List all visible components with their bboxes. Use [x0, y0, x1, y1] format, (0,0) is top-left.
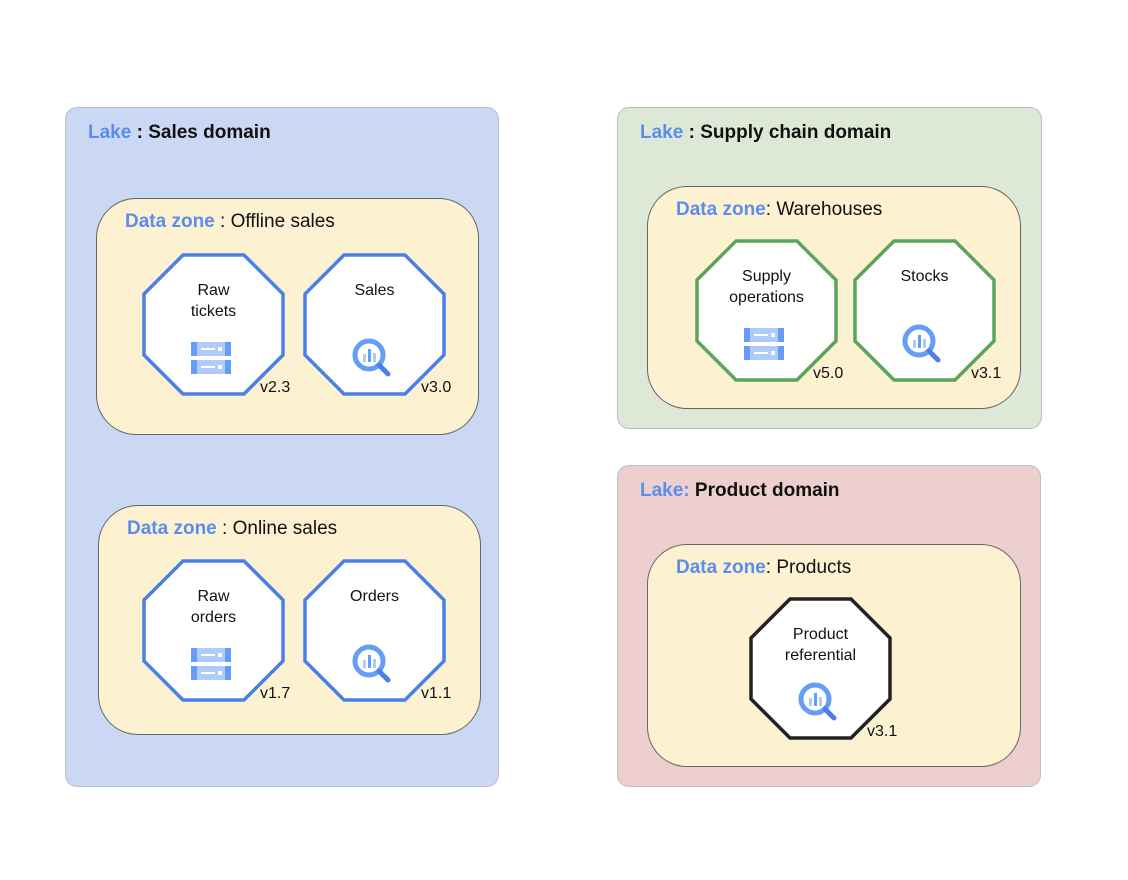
lake-separator: : [683, 122, 701, 143]
asset-version: v1.1 [421, 685, 452, 702]
asset-version: v3.1 [867, 723, 898, 740]
asset-version: v3.0 [421, 379, 452, 396]
storage-icon [742, 324, 788, 369]
asset-version: v2.3 [260, 379, 291, 396]
lake-name: Product domain [694, 480, 840, 501]
lake-name: Supply chain domain [700, 122, 892, 143]
lake-name: Sales domain [148, 122, 271, 143]
lake-title: Lake : Supply chain domain [640, 122, 891, 144]
asset-octagon [749, 597, 892, 740]
asset-octagon [303, 559, 446, 702]
storage-icon [189, 338, 235, 383]
asset-stocks[interactable]: Stocks [852, 238, 997, 384]
zone-keyword: Data zone [127, 518, 217, 539]
zone-name: Products [776, 557, 852, 578]
zone-keyword: Data zone [125, 211, 215, 232]
asset-name: Stocks [900, 268, 949, 285]
zone-title: Data zone : Online sales [127, 518, 337, 540]
asset-name: Sales [354, 282, 395, 299]
zone-separator: : [214, 211, 231, 232]
zone-keyword: Data zone [676, 199, 766, 220]
asset-version: v3.1 [971, 365, 1002, 382]
bigquery-icon [900, 324, 946, 375]
bigquery-icon [796, 682, 842, 733]
asset-octagon [142, 559, 285, 702]
zone-name: Offline sales [230, 211, 335, 232]
lake-separator: : [131, 122, 149, 143]
zone-title: Data zone: Products [676, 557, 851, 579]
bigquery-icon [350, 644, 396, 695]
zone-title: Data zone: Warehouses [676, 199, 882, 221]
zone-separator: : [216, 518, 233, 539]
storage-icon [189, 644, 235, 689]
asset-octagon [142, 253, 285, 396]
asset-version: v1.7 [260, 685, 291, 702]
lake-keyword: Lake [88, 122, 132, 143]
zone-separator: : [765, 557, 777, 578]
asset-orders[interactable]: Orders [302, 558, 447, 704]
asset-octagon [695, 239, 838, 382]
asset-sales[interactable]: Sales [302, 252, 447, 398]
asset-version: v5.0 [813, 365, 844, 382]
lake-keyword: Lake: [640, 480, 690, 501]
zone-name: Warehouses [776, 199, 883, 220]
zone-separator: : [765, 199, 777, 220]
lake-keyword: Lake [640, 122, 684, 143]
bigquery-icon [350, 338, 396, 389]
asset-octagon [303, 253, 446, 396]
asset-octagon [853, 239, 996, 382]
lake-title: Lake: Product domain [640, 480, 840, 502]
zone-keyword: Data zone [676, 557, 766, 578]
lake-title: Lake : Sales domain [88, 122, 271, 144]
asset-name: Orders [350, 588, 399, 605]
zone-name: Online sales [232, 518, 338, 539]
zone-title: Data zone : Offline sales [125, 211, 335, 233]
